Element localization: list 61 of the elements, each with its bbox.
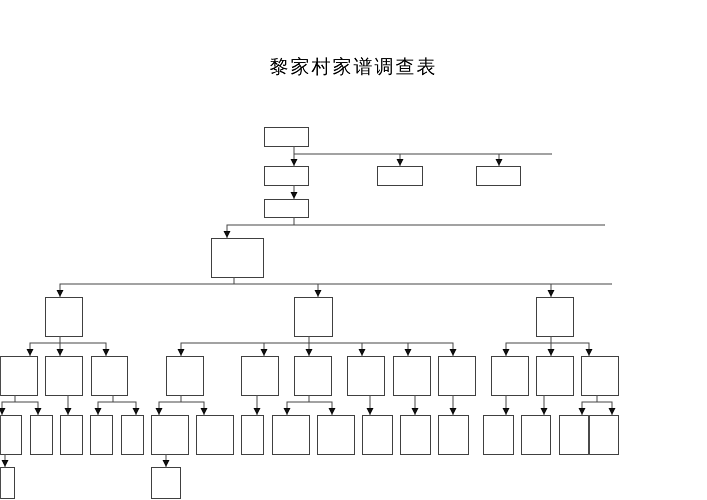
empty-box (536, 356, 574, 396)
empty-box (45, 297, 83, 337)
empty-box (483, 415, 514, 455)
empty-box (347, 356, 385, 396)
empty-box (438, 415, 469, 455)
empty-box (0, 415, 22, 455)
empty-box (264, 199, 309, 218)
empty-box (294, 297, 333, 337)
arrow (308, 336, 456, 356)
empty-box (272, 415, 310, 455)
empty-box (91, 356, 128, 396)
empty-box (264, 166, 309, 186)
arrow (596, 396, 616, 416)
empty-box (377, 166, 423, 186)
empty-box (45, 356, 83, 396)
arrow (308, 396, 336, 416)
empty-box (400, 415, 431, 455)
arrow (224, 218, 294, 238)
empty-box (589, 415, 619, 455)
empty-box (196, 415, 234, 455)
empty-box (211, 238, 264, 278)
empty-box (90, 415, 113, 455)
empty-box (241, 356, 279, 396)
arrow (60, 336, 110, 356)
empty-box (0, 356, 38, 396)
empty-box (559, 415, 589, 455)
arrow (294, 146, 502, 166)
empty-box (476, 166, 521, 186)
arrow (450, 396, 456, 416)
arrow (502, 396, 510, 416)
empty-box (151, 415, 189, 455)
empty-box (30, 415, 53, 455)
arrow (254, 396, 260, 416)
empty-box (362, 415, 393, 455)
arrow (366, 396, 374, 416)
empty-box (438, 356, 476, 396)
empty-box (393, 356, 431, 396)
arrow (290, 186, 298, 200)
arrow (162, 454, 170, 468)
empty-box (581, 356, 619, 396)
arrow (540, 396, 548, 416)
empty-box (60, 415, 83, 455)
arrow (550, 336, 592, 356)
title: 黎家村家谱调查表 (270, 55, 438, 80)
arrow (14, 396, 42, 416)
empty-box (264, 127, 309, 147)
empty-box (536, 297, 574, 337)
empty-box (0, 467, 15, 499)
arrow (412, 396, 418, 416)
arrow (64, 396, 72, 416)
empty-box (491, 356, 529, 396)
empty-box (151, 467, 181, 499)
empty-box (521, 415, 551, 455)
arrow (2, 454, 8, 468)
empty-box (294, 356, 332, 396)
arrow (180, 396, 208, 416)
empty-box (166, 356, 204, 396)
empty-box (241, 415, 264, 455)
empty-box (317, 415, 355, 455)
arrow (112, 396, 140, 416)
empty-box (121, 415, 144, 455)
